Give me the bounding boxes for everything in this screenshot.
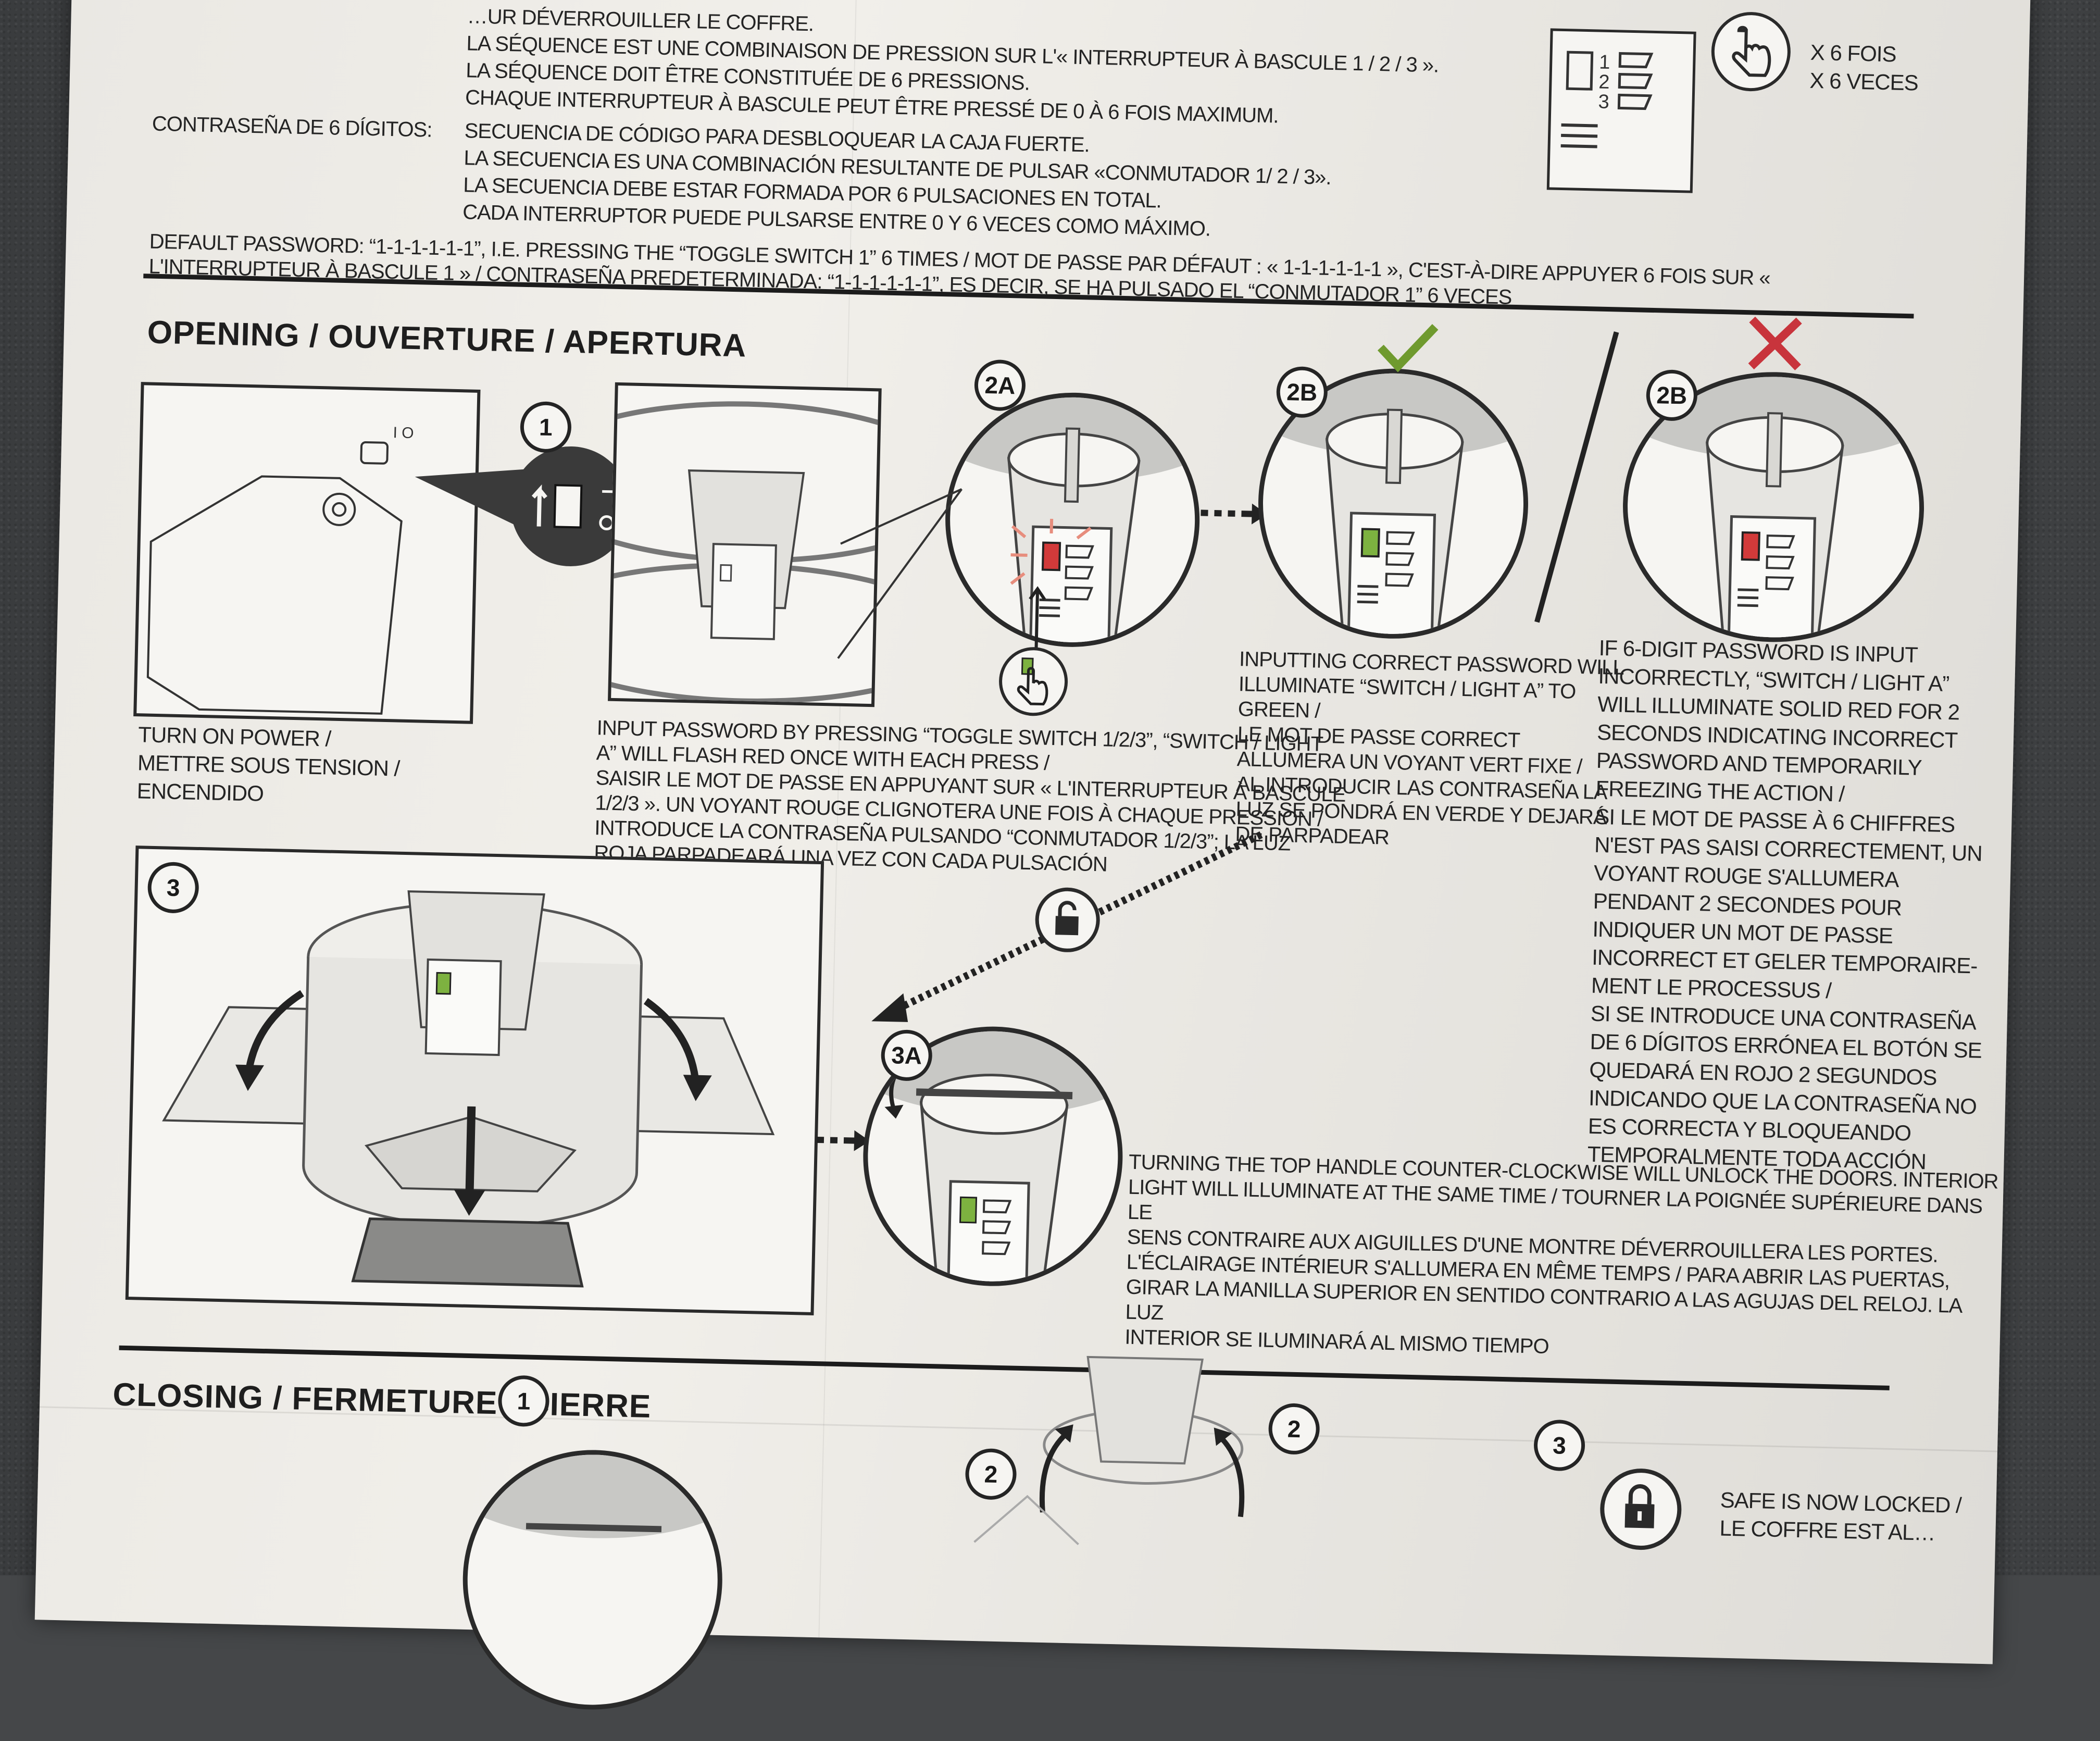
closing-step1-circle <box>460 1447 726 1713</box>
svg-text:2: 2 <box>1598 71 1610 93</box>
step2b-ok-circle <box>1255 365 1531 642</box>
closing-step1-drawing <box>460 1447 726 1538</box>
instruction-sheet: …UR DÉVERROUILLER LE COFFRE. LA SÉQUENCE… <box>34 0 2031 1713</box>
keypad-zoom-red-flash <box>942 390 1203 650</box>
step1-caption: TURN ON POWER / METTRE SOUS TENSION / EN… <box>136 722 400 806</box>
closing-title: CLOSING / FERMETURE / CIERRE <box>112 1376 652 1425</box>
step3-panel <box>125 845 824 1315</box>
cross-icon <box>1748 316 1802 370</box>
step2b-fail-circle <box>1620 368 1927 645</box>
step2a-panel <box>608 382 882 707</box>
handle-turn-drawing <box>860 1024 1126 1289</box>
step1-panel: I O <box>133 382 481 724</box>
closing-step2-badge-right: 2 <box>1268 1402 1320 1456</box>
step2b-ok-caption: INPUTTING CORRECT PASSWORD WILL ILLUMINA… <box>1235 648 1624 849</box>
step2b-fail-caption: IF 6-DIGIT PASSWORD IS INPUT INCORRECTLY… <box>1587 635 1983 1174</box>
svg-text:I O: I O <box>393 424 414 442</box>
finger-press-icon <box>1017 657 1048 706</box>
press-arrow <box>1029 586 1046 653</box>
svg-text:3: 3 <box>1598 91 1609 113</box>
safe-opening-drawing <box>162 890 775 1288</box>
hand-press-icon <box>1732 26 1771 77</box>
unlock-icon <box>1055 901 1079 936</box>
keypad-sheet-drawing: 1 2 3 <box>1560 51 1654 148</box>
press-count-es: X 6 VECES <box>1809 68 1919 95</box>
ok-fail-divider <box>1534 331 1619 623</box>
closing-step3-caption: SAFE IS NOW LOCKED / LE COFFRE EST AL… <box>1719 1487 1962 1545</box>
keypad-zoom-red <box>1620 368 1927 645</box>
setup-es-label: CONTRASEÑA DE 6 DÍGITOS: <box>152 112 432 142</box>
keypad-sheet-icon: 1 2 3 <box>1546 28 1696 193</box>
step1-zoom-callout <box>415 446 631 566</box>
step3a-circle <box>860 1024 1126 1289</box>
safe-door-drawing: I O <box>146 424 414 715</box>
switch-light-a-red <box>1041 541 1061 571</box>
check-icon <box>1377 324 1439 372</box>
switch-light-a-green <box>1360 528 1380 558</box>
unlock-circle <box>1034 887 1101 953</box>
safe-top-drawing <box>608 401 882 704</box>
press-count-fr: X 6 FOIS <box>1810 40 1897 67</box>
svg-text:1: 1 <box>1599 52 1610 73</box>
opening-title: OPENING / OUVERTURE / APERTURA <box>147 314 747 364</box>
dotted-arrow-to-step3 <box>871 831 1263 1022</box>
closing-step2-drawing <box>973 1356 1245 1546</box>
switch-light-a-solid-red <box>1741 531 1760 561</box>
power-switch <box>360 441 389 465</box>
keypad-zoom-green <box>1255 365 1531 642</box>
step2a-callout-lines <box>837 488 963 659</box>
step1-badge: 1 <box>519 401 572 453</box>
press-icon-circle <box>1710 11 1792 92</box>
arrow-to-step3a <box>816 1130 870 1151</box>
lock-icon <box>1624 1484 1655 1528</box>
closing-step3-badge: 3 <box>1533 1419 1586 1472</box>
default-password-text: DEFAULT PASSWORD: “1-1-1-1-1-1”, I.E. PR… <box>148 230 1771 309</box>
lock-circle <box>1599 1468 1683 1551</box>
step2a-press-circle <box>998 646 1069 717</box>
step2a-zoom-circle <box>942 390 1203 650</box>
